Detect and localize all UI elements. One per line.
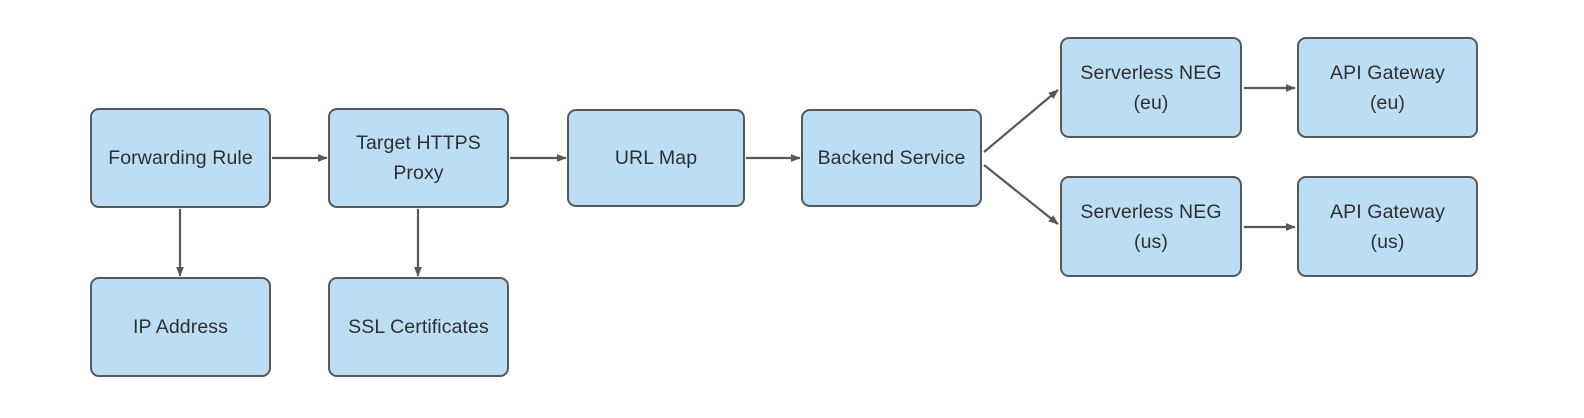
node-serverless-neg-us[interactable]: Serverless NEG (us) (1060, 176, 1242, 277)
node-ssl-certificates[interactable]: SSL Certificates (328, 277, 509, 377)
node-url-map[interactable]: URL Map (567, 109, 745, 207)
edge-backend-service-to-serverless-neg-eu (983, 89, 1059, 153)
node-ip-address[interactable]: IP Address (90, 277, 271, 377)
node-target-https-proxy[interactable]: Target HTTPS Proxy (328, 108, 509, 208)
node-api-gateway-eu[interactable]: API Gateway (eu) (1297, 37, 1478, 138)
node-backend-service[interactable]: Backend Service (801, 109, 982, 207)
edge-backend-service-to-serverless-neg-us (983, 164, 1059, 225)
node-api-gateway-us[interactable]: API Gateway (us) (1297, 176, 1478, 277)
node-forwarding-rule[interactable]: Forwarding Rule (90, 108, 271, 208)
node-serverless-neg-eu[interactable]: Serverless NEG (eu) (1060, 37, 1242, 138)
